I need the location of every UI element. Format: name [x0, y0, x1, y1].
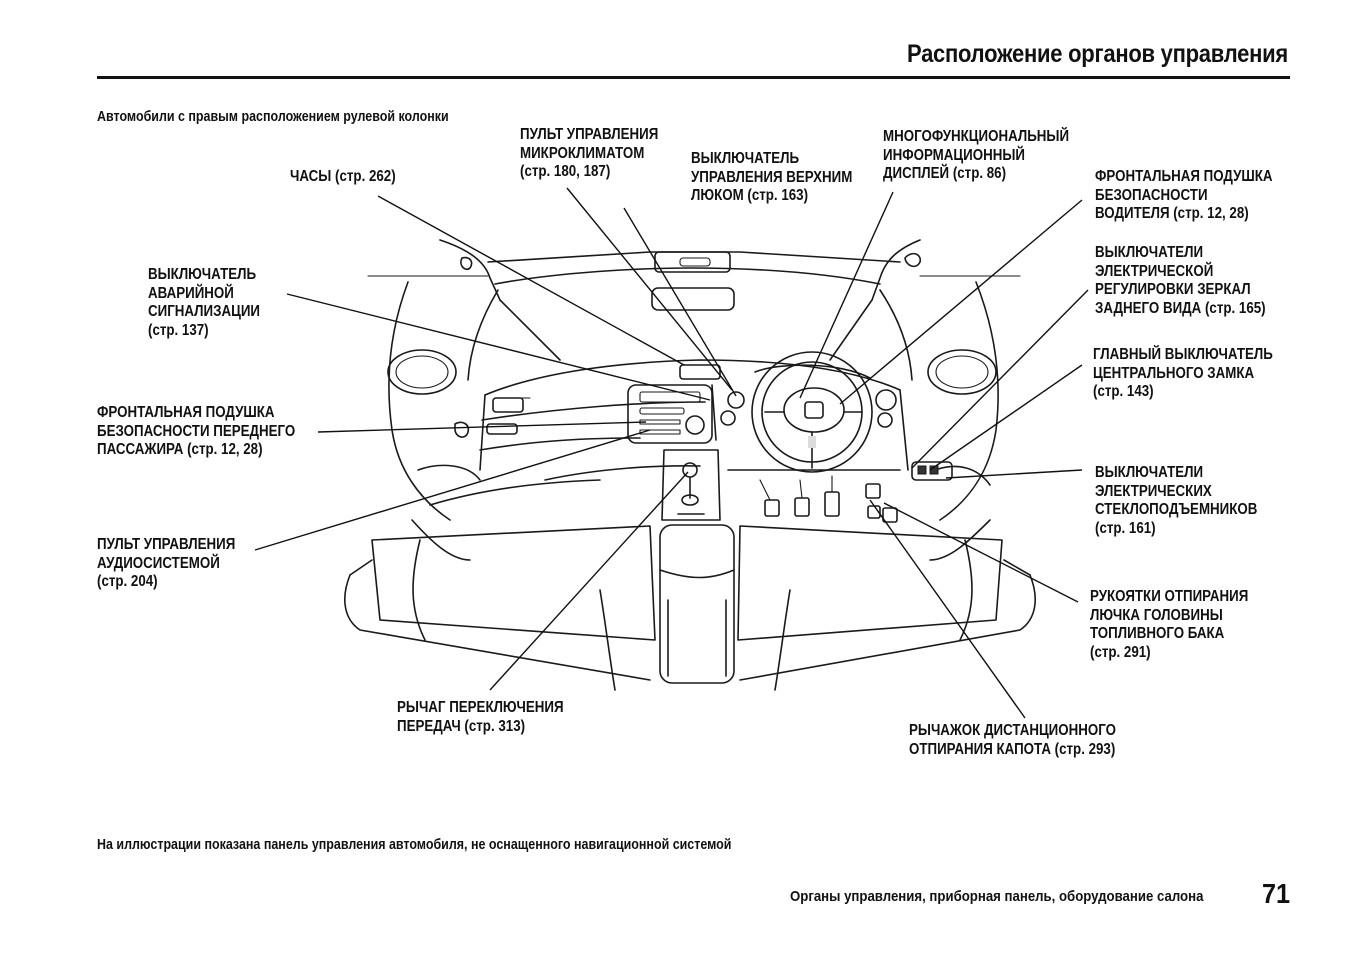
- callout-central-lock-line: (стр. 143): [1093, 383, 1154, 400]
- pedals: [759, 475, 898, 523]
- callout-window-switches: ВЫКЛЮЧАТЕЛИ ЭЛЕКТРИЧЕСКИХ СТЕКЛОПОДЪЕМНИ…: [1095, 464, 1257, 538]
- leader-lines: [254, 187, 1089, 719]
- callout-audio-line: ПУЛЬТ УПРАВЛЕНИЯ: [97, 536, 236, 553]
- callout-sunroof-line: ВЫКЛЮЧАТЕЛЬ: [691, 150, 800, 167]
- callout-shift-line: РЫЧАГ ПЕРЕКЛЮЧЕНИЯ: [397, 699, 564, 716]
- callout-mid-line: МНОГОФУНКЦИОНАЛЬНЫЙ: [883, 128, 1070, 145]
- page-number: 71: [1262, 878, 1291, 909]
- callout-clock-line: ЧАСЫ (стр. 262): [290, 168, 396, 185]
- callout-driver-airbag-line: ФРОНТАЛЬНАЯ ПОДУШКА: [1095, 168, 1273, 185]
- callout-mid-line: ДИСПЛЕЙ (стр. 86): [883, 165, 1007, 182]
- page-subtitle: Автомобили с правым расположением рулево…: [97, 109, 449, 125]
- callout-mirrors-line: ВЫКЛЮЧАТЕЛИ: [1095, 244, 1204, 261]
- callout-windows-line: ВЫКЛЮЧАТЕЛИ: [1095, 464, 1204, 481]
- callout-hazard-line: ВЫКЛЮЧАТЕЛЬ: [148, 266, 257, 283]
- doors: [387, 281, 999, 561]
- callout-audio-panel: ПУЛЬТ УПРАВЛЕНИЯ АУДИОСИСТЕМОЙ (стр. 204…: [97, 536, 235, 592]
- title-rule: [97, 76, 1290, 79]
- callout-mirrors-line: РЕГУЛИРОВКИ ЗЕРКАЛ: [1095, 281, 1251, 298]
- callout-driver-airbag-line: ВОДИТЕЛЯ (стр. 12, 28): [1095, 205, 1249, 222]
- callout-climate-control: ПУЛЬТ УПРАВЛЕНИЯ МИКРОКЛИМАТОМ (стр. 180…: [520, 126, 658, 182]
- callout-passenger-airbag-line: ПАССАЖИРА (стр. 12, 28): [97, 441, 263, 458]
- callout-mirrors-line: ЭЛЕКТРИЧЕСКОЙ: [1095, 262, 1214, 280]
- callout-climate-line: (стр. 180, 187): [520, 163, 611, 180]
- callout-passenger-airbag: ФРОНТАЛЬНАЯ ПОДУШКА БЕЗОПАСНОСТИ ПЕРЕДНЕ…: [97, 404, 295, 460]
- center-console: [659, 449, 735, 684]
- callout-shift-line: ПЕРЕДАЧ (стр. 313): [397, 717, 526, 735]
- callout-central-lock-line: ГЛАВНЫЙ ВЫКЛЮЧАТЕЛЬ: [1093, 346, 1273, 363]
- callout-audio-line: АУДИОСИСТЕМОЙ: [97, 554, 220, 572]
- illustration-caption: На иллюстрации показана панель управлени…: [97, 837, 732, 853]
- callout-driver-airbag-line: БЕЗОПАСНОСТИ: [1095, 186, 1208, 204]
- callout-sunroof-switch: ВЫКЛЮЧАТЕЛЬ УПРАВЛЕНИЯ ВЕРХНИМ ЛЮКОМ (ст…: [691, 150, 852, 206]
- callout-hazard-line: (стр. 137): [148, 321, 209, 339]
- dashboard: [429, 351, 909, 506]
- callout-central-lock-line: ЦЕНТРАЛЬНОГО ЗАМКА: [1093, 364, 1255, 382]
- callout-mid-display: МНОГОФУНКЦИОНАЛЬНЫЙ ИНФОРМАЦИОННЫЙ ДИСПЛ…: [883, 128, 1069, 184]
- callout-mid-line: ИНФОРМАЦИОННЫЙ: [883, 146, 1025, 164]
- callout-windows-line: (стр. 161): [1095, 519, 1156, 537]
- callout-clock: ЧАСЫ (стр. 262): [290, 168, 396, 187]
- callout-mirror-switches: ВЫКЛЮЧАТЕЛИ ЭЛЕКТРИЧЕСКОЙ РЕГУЛИРОВКИ ЗЕ…: [1095, 244, 1266, 318]
- page-title: Расположение органов управления: [906, 40, 1288, 68]
- callout-passenger-airbag-line: ФРОНТАЛЬНАЯ ПОДУШКА: [97, 404, 275, 421]
- callout-audio-line: (стр. 204): [97, 573, 158, 590]
- callout-fuel-line: (стр. 291): [1090, 643, 1151, 661]
- callout-passenger-airbag-line: БЕЗОПАСНОСТИ ПЕРЕДНЕГО: [97, 422, 296, 440]
- footer-section-title: Органы управления, приборная панель, обо…: [790, 888, 1204, 905]
- callout-climate-line: ПУЛЬТ УПРАВЛЕНИЯ: [520, 126, 659, 143]
- front-seats: [344, 525, 1036, 691]
- callout-hazard-switch: ВЫКЛЮЧАТЕЛЬ АВАРИЙНОЙ СИГНАЛИЗАЦИИ (стр.…: [148, 266, 260, 340]
- callout-hazard-line: АВАРИЙНОЙ: [148, 284, 234, 302]
- callout-fuel-door: РУКОЯТКИ ОТПИРАНИЯ ЛЮЧКА ГОЛОВИНЫ ТОПЛИВ…: [1090, 588, 1248, 662]
- callout-climate-line: МИКРОКЛИМАТОМ: [520, 144, 645, 162]
- callout-hazard-line: СИГНАЛИЗАЦИИ: [148, 303, 261, 320]
- callout-windows-line: СТЕКЛОПОДЪЕМНИКОВ: [1095, 501, 1258, 518]
- windshield-frame: [367, 239, 1021, 361]
- callout-central-lock: ГЛАВНЫЙ ВЫКЛЮЧАТЕЛЬ ЦЕНТРАЛЬНОГО ЗАМКА (…: [1093, 346, 1273, 402]
- callout-hood-line: ОТПИРАНИЯ КАПОТА (стр. 293): [909, 740, 1116, 758]
- callout-fuel-line: ЛЮЧКА ГОЛОВИНЫ: [1090, 606, 1223, 624]
- callout-fuel-line: ТОПЛИВНОГО БАКА: [1090, 625, 1225, 642]
- callout-mirrors-line: ЗАДНЕГО ВИДА (стр. 165): [1095, 299, 1266, 317]
- callout-hood-release: РЫЧАЖОК ДИСТАНЦИОННОГО ОТПИРАНИЯ КАПОТА …: [909, 722, 1116, 759]
- callout-driver-airbag: ФРОНТАЛЬНАЯ ПОДУШКА БЕЗОПАСНОСТИ ВОДИТЕЛ…: [1095, 168, 1273, 224]
- callout-sunroof-line: УПРАВЛЕНИЯ ВЕРХНИМ: [691, 168, 853, 186]
- callout-shift-lever: РЫЧАГ ПЕРЕКЛЮЧЕНИЯ ПЕРЕДАЧ (стр. 313): [397, 699, 564, 736]
- callout-hood-line: РЫЧАЖОК ДИСТАНЦИОННОГО: [909, 722, 1117, 739]
- callout-windows-line: ЭЛЕКТРИЧЕСКИХ: [1095, 482, 1212, 500]
- callout-fuel-line: РУКОЯТКИ ОТПИРАНИЯ: [1090, 588, 1249, 605]
- callout-sunroof-line: ЛЮКОМ (стр. 163): [691, 187, 809, 204]
